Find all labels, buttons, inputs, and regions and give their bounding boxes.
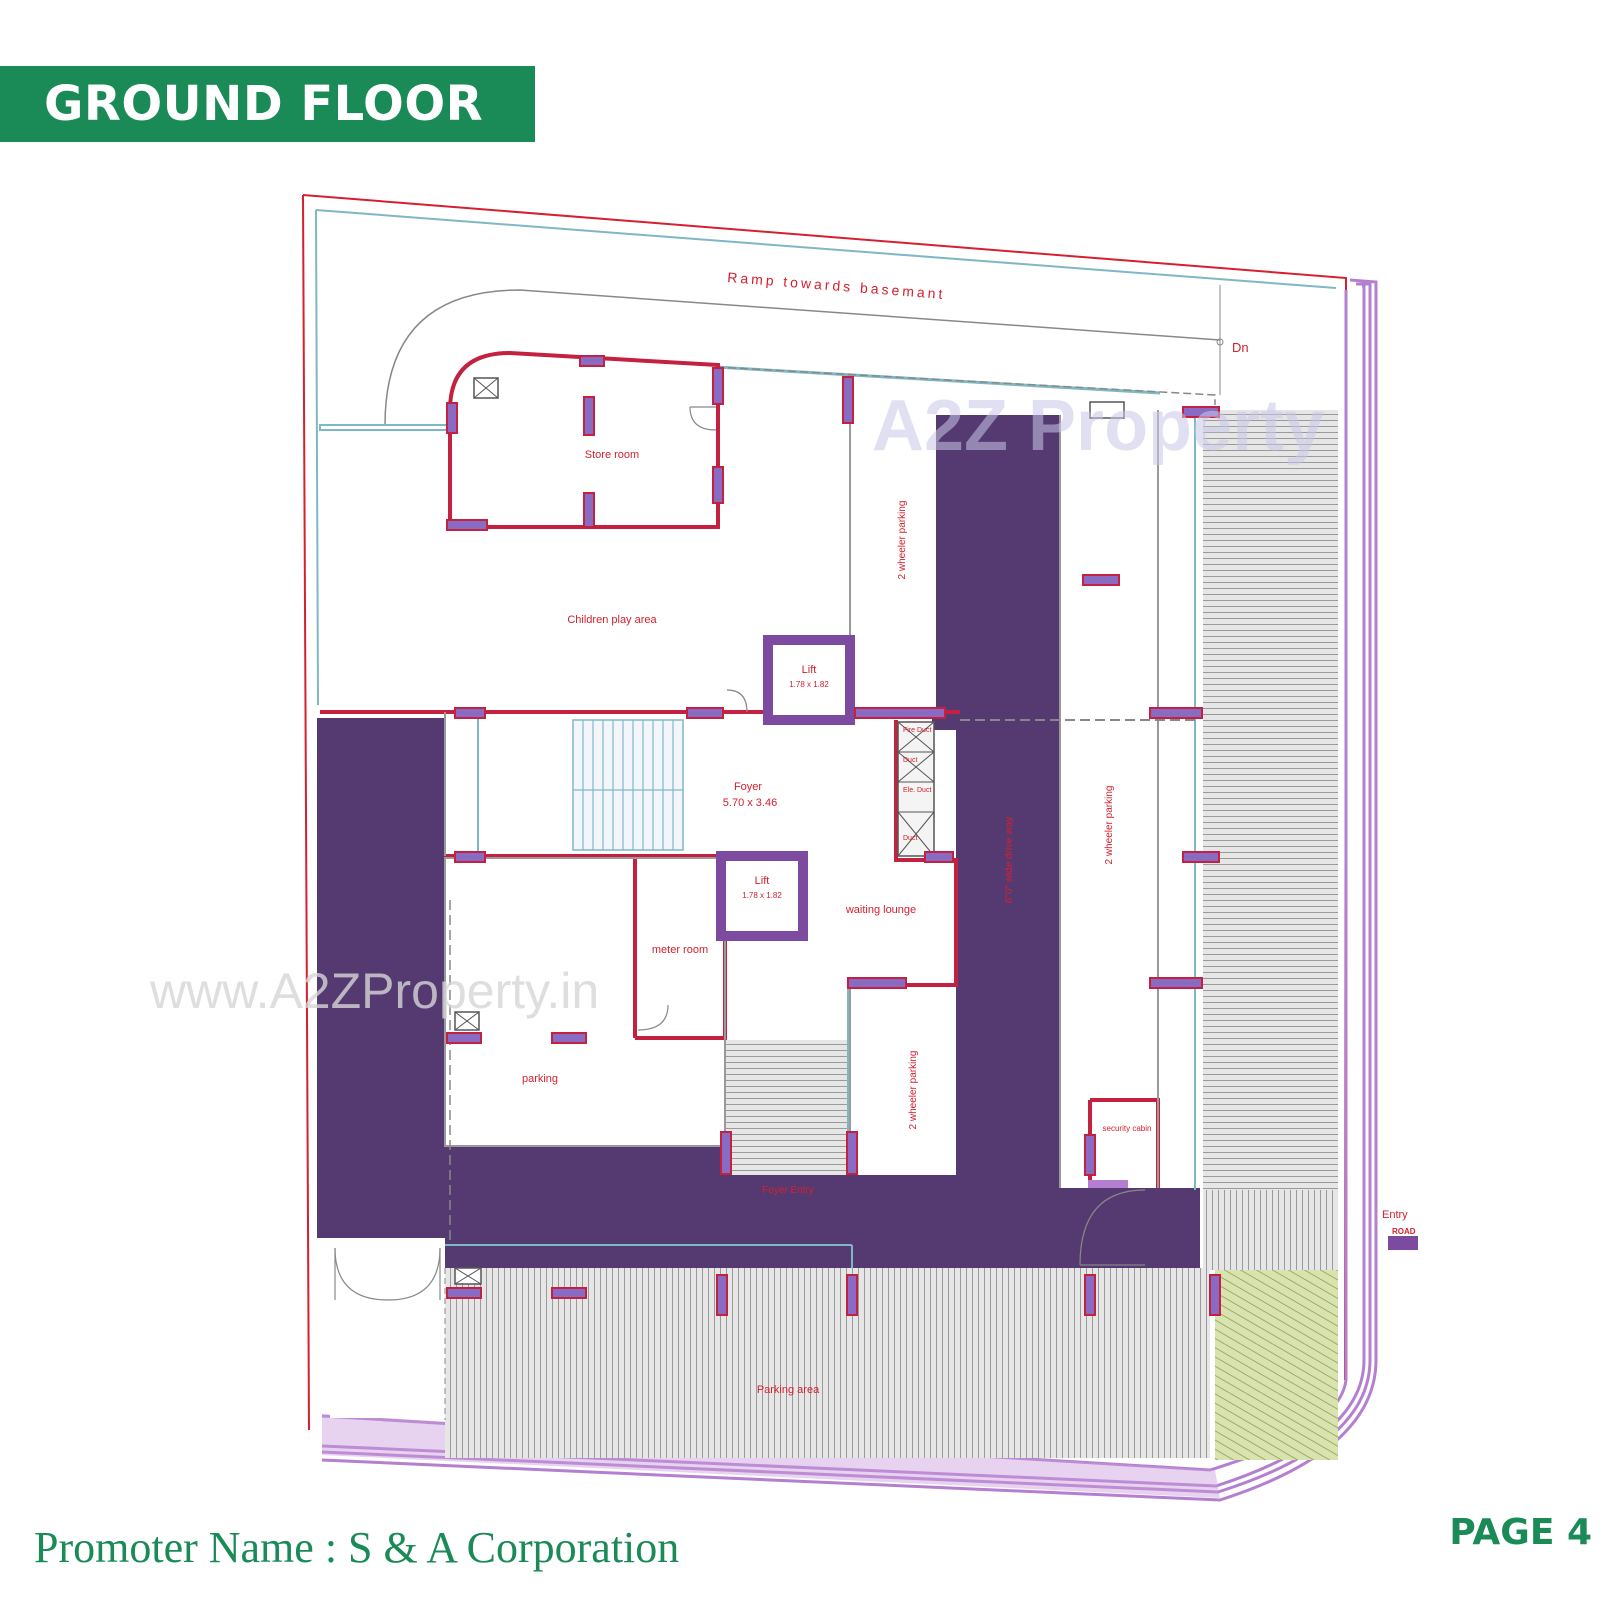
label-security-cabin: security cabin [1103,1124,1152,1133]
columns [446,355,1221,1316]
label-foyer-size: 5.70 x 3.46 [723,797,777,809]
promoter-name: Promoter Name : S & A Corporation [34,1523,680,1572]
label-fire-duct: Fire Duct [903,727,931,734]
label-dn: Dn [1232,340,1249,355]
label-two-wheeler-parking-bottom: 2 wheeler parking [908,1051,919,1130]
road-sign [1388,1236,1418,1250]
label-parking: parking [522,1073,558,1085]
parking-area-bottom [445,1268,1210,1458]
watermark-logo: A2Z Property [872,386,1324,466]
lift-shafts [716,635,855,941]
label-lift-1-size: 1.78 x 1.82 [789,680,829,689]
foyer-entry-steps [725,1040,848,1175]
label-two-wheeler-parking-right: 2 wheeler parking [1104,786,1115,865]
watermark-url: www.A2ZProperty.in [149,963,599,1019]
label-meter-room: meter room [652,944,708,956]
parking-strip-right [1203,410,1338,1190]
label-drive-way: 6"0" wide drive way [1004,817,1015,904]
page-number: PAGE 4 [1449,1512,1592,1553]
label-foyer-entry: Foyer Entry [762,1185,814,1196]
label-ramp: Ramp towards basemant [727,269,946,302]
label-two-wheeler-parking-top: 2 wheeler parking [897,501,908,580]
label-duct-2: Duct [903,835,917,842]
label-entry: Entry [1382,1209,1408,1221]
label-parking-area: Parking area [757,1384,820,1396]
label-lift-1: Lift [802,664,817,676]
label-lift-2-size: 1.78 x 1.82 [742,891,782,900]
landscape-area [1215,1270,1338,1460]
label-duct-1: Duct [903,757,917,764]
page-title: GROUND FLOOR PLAN [0,66,535,208]
drive-way [317,415,1200,1270]
label-waiting-lounge: waiting lounge [845,904,916,916]
label-ele-duct: Ele. Duct [903,787,931,794]
label-children-play-area: Children play area [567,614,657,626]
label-lift-2: Lift [755,875,770,887]
label-store-room: Store room [585,449,639,461]
staircase [572,719,684,851]
label-road: ROAD [1392,1227,1416,1236]
ramp-curve [384,289,1221,426]
label-foyer: Foyer [734,781,762,793]
